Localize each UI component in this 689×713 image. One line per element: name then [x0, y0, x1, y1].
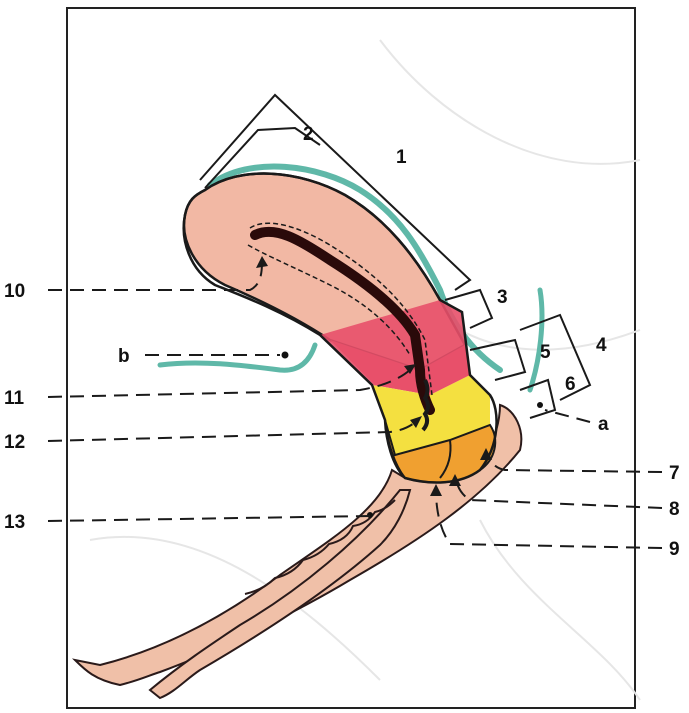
bracket-5 [470, 340, 525, 380]
label-3: 3 [497, 287, 508, 308]
bracket-6 [520, 380, 555, 418]
label-2: 2 [303, 124, 314, 145]
peritoneum-lower [160, 345, 315, 370]
label-13: 13 [4, 512, 25, 533]
label-6: 6 [565, 374, 576, 395]
label-12: 12 [4, 432, 25, 453]
label-7: 7 [669, 463, 680, 484]
label-9: 9 [669, 539, 680, 560]
leader-12 [48, 420, 418, 441]
leader-13 [48, 516, 370, 521]
label-11: 11 [4, 388, 25, 409]
label-b: b [118, 346, 130, 367]
label-10: 10 [4, 281, 25, 302]
label-8: 8 [669, 499, 680, 520]
label-1: 1 [396, 147, 407, 168]
marker-a-dot [537, 402, 543, 408]
marker-b-dot [282, 352, 289, 359]
label-a: a [598, 414, 609, 435]
label-4: 4 [596, 335, 607, 356]
peritoneum-right [530, 290, 542, 390]
marker-13-dot [367, 512, 373, 518]
label-5: 5 [540, 342, 551, 363]
